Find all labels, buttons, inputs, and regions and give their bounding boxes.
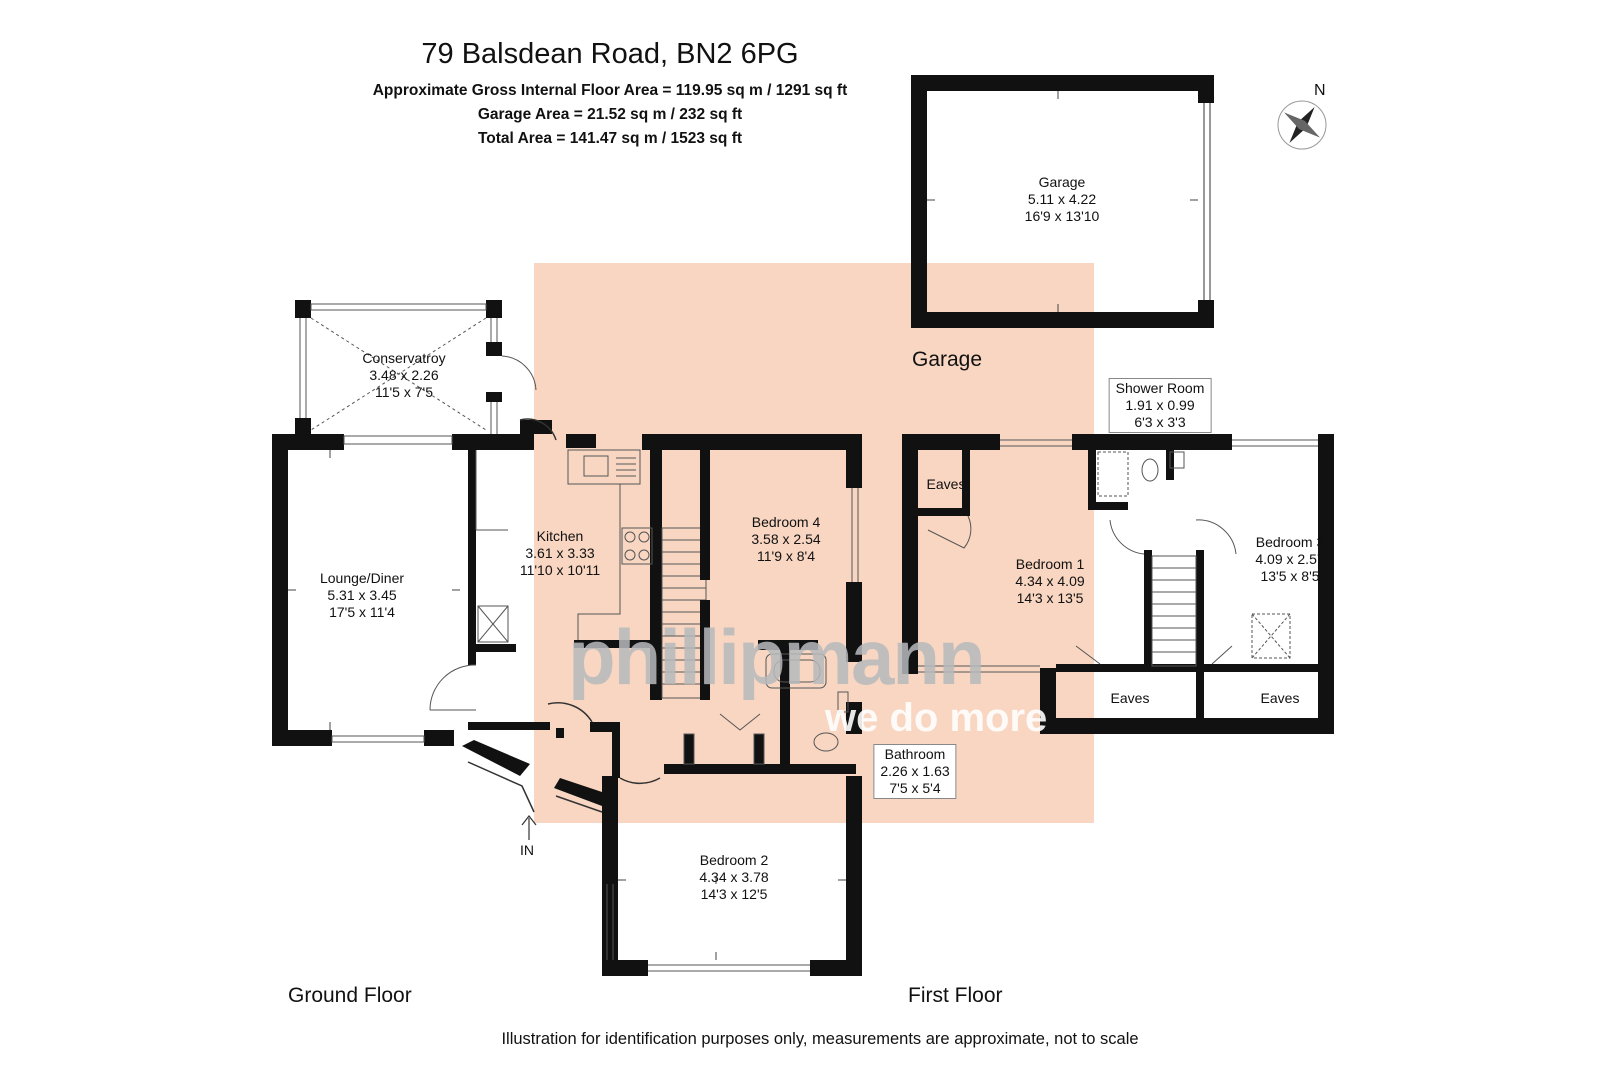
compass-icon <box>1277 100 1327 150</box>
bedroom4-walls <box>664 434 862 774</box>
garage-area-text: Garage Area = 21.52 sq m / 232 sq ft <box>477 106 743 123</box>
room-garage: Garage 5.11 x 4.22 16'9 x 13'10 <box>1025 174 1100 225</box>
room-name: Bathroom <box>884 746 946 762</box>
watermark-tagline: we do more <box>825 696 1048 740</box>
bedroom1-walls <box>902 434 1334 734</box>
room-name: Eaves <box>1260 690 1300 706</box>
disclaimer-text: Illustration for identification purposes… <box>501 1030 1139 1048</box>
room-eaves: Eaves <box>1111 690 1150 707</box>
room-metric: 3.48 x 2.26 <box>369 367 439 383</box>
garage-overlay-label: Garage <box>912 348 983 371</box>
room-bedroom-4: Bedroom 4 3.58 x 2.54 11'9 x 8'4 <box>751 514 820 565</box>
room-name: Lounge/Diner <box>319 570 405 586</box>
compass-north-label: N <box>1314 82 1326 99</box>
room-imperial: 14'3 x 12'5 <box>700 886 768 902</box>
room-name: Garage <box>1038 174 1086 190</box>
room-bedroom-3: Bedroom 3 4.09 x 2.57 13'5 x 8'5 <box>1255 534 1324 585</box>
watermark-logo: phillipmann <box>568 613 986 701</box>
room-imperial: 6'3 x 3'3 <box>1134 414 1186 430</box>
entrance-arrow-icon <box>521 815 537 840</box>
room-name: Bedroom 2 <box>699 852 769 868</box>
room-metric: 4.09 x 2.57 <box>1255 551 1325 567</box>
room-bedroom-2: Bedroom 2 4.34 x 3.78 14'3 x 12'5 <box>699 852 768 903</box>
garage-walls <box>911 75 1214 328</box>
room-name: Bedroom 4 <box>751 514 821 530</box>
room-eaves: Eaves <box>927 476 966 493</box>
room-bathroom: Bathroom 2.26 x 1.63 7'5 x 5'4 <box>873 744 957 799</box>
room-imperial: 11'5 x 7'5 <box>374 384 434 400</box>
room-name: Bedroom 3 <box>1255 534 1325 550</box>
ground-floor-label: Ground Floor <box>288 984 412 1007</box>
page-title: 79 Balsdean Road, BN2 6PG <box>421 38 799 70</box>
room-imperial: 11'10 x 10'11 <box>519 562 601 578</box>
room-imperial: 13'5 x 8'5 <box>1260 568 1320 584</box>
gross-area-text: Approximate Gross Internal Floor Area = … <box>372 82 848 99</box>
room-metric: 3.58 x 2.54 <box>751 531 821 547</box>
room-imperial: 7'5 x 5'4 <box>889 780 941 796</box>
entrance-label: IN <box>520 842 534 858</box>
bedroom2-walls <box>602 776 862 976</box>
room-metric: 5.31 x 3.45 <box>327 587 397 603</box>
porch-walls <box>462 740 608 806</box>
room-lounge-diner: Lounge/Diner 5.31 x 3.45 17'5 x 11'4 <box>320 570 404 621</box>
room-name: Eaves <box>926 476 966 492</box>
room-metric: 2.26 x 1.63 <box>880 763 950 779</box>
room-metric: 4.34 x 3.78 <box>699 869 769 885</box>
room-metric: 5.11 x 4.22 <box>1027 191 1097 207</box>
lounge-walls <box>272 434 534 746</box>
total-area-text: Total Area = 141.47 sq m / 1523 sq ft <box>477 130 743 147</box>
conservatory-walls <box>295 300 502 434</box>
room-metric: 1.91 x 0.99 <box>1125 397 1195 413</box>
room-conservatory: Conservatroy 3.48 x 2.26 11'5 x 7'5 <box>362 350 445 401</box>
room-metric: 4.34 x 4.09 <box>1015 573 1085 589</box>
room-name: Bedroom 1 <box>1015 556 1085 572</box>
room-name: Eaves <box>1110 690 1150 706</box>
room-kitchen: Kitchen 3.61 x 3.33 11'10 x 10'11 <box>520 528 600 579</box>
garage-overlay <box>534 263 1094 823</box>
room-metric: 3.61 x 3.33 <box>525 545 595 561</box>
room-imperial: 16'9 x 13'10 <box>1024 208 1100 224</box>
room-eaves: Eaves <box>1261 690 1300 707</box>
room-name: Conservatroy <box>362 350 446 366</box>
room-name: Kitchen <box>536 528 584 544</box>
first-floor-label: First Floor <box>908 984 1003 1007</box>
room-shower-room: Shower Room 1.91 x 0.99 6'3 x 3'3 <box>1108 378 1212 433</box>
room-imperial: 17'5 x 11'4 <box>329 604 395 620</box>
room-name: Shower Room <box>1115 380 1205 396</box>
room-bedroom-1: Bedroom 1 4.34 x 4.09 14'3 x 13'5 <box>1015 556 1084 607</box>
room-imperial: 11'9 x 8'4 <box>756 548 816 564</box>
room-imperial: 14'3 x 13'5 <box>1016 590 1084 606</box>
kitchen-walls <box>566 434 862 700</box>
stairs-left <box>661 527 707 699</box>
